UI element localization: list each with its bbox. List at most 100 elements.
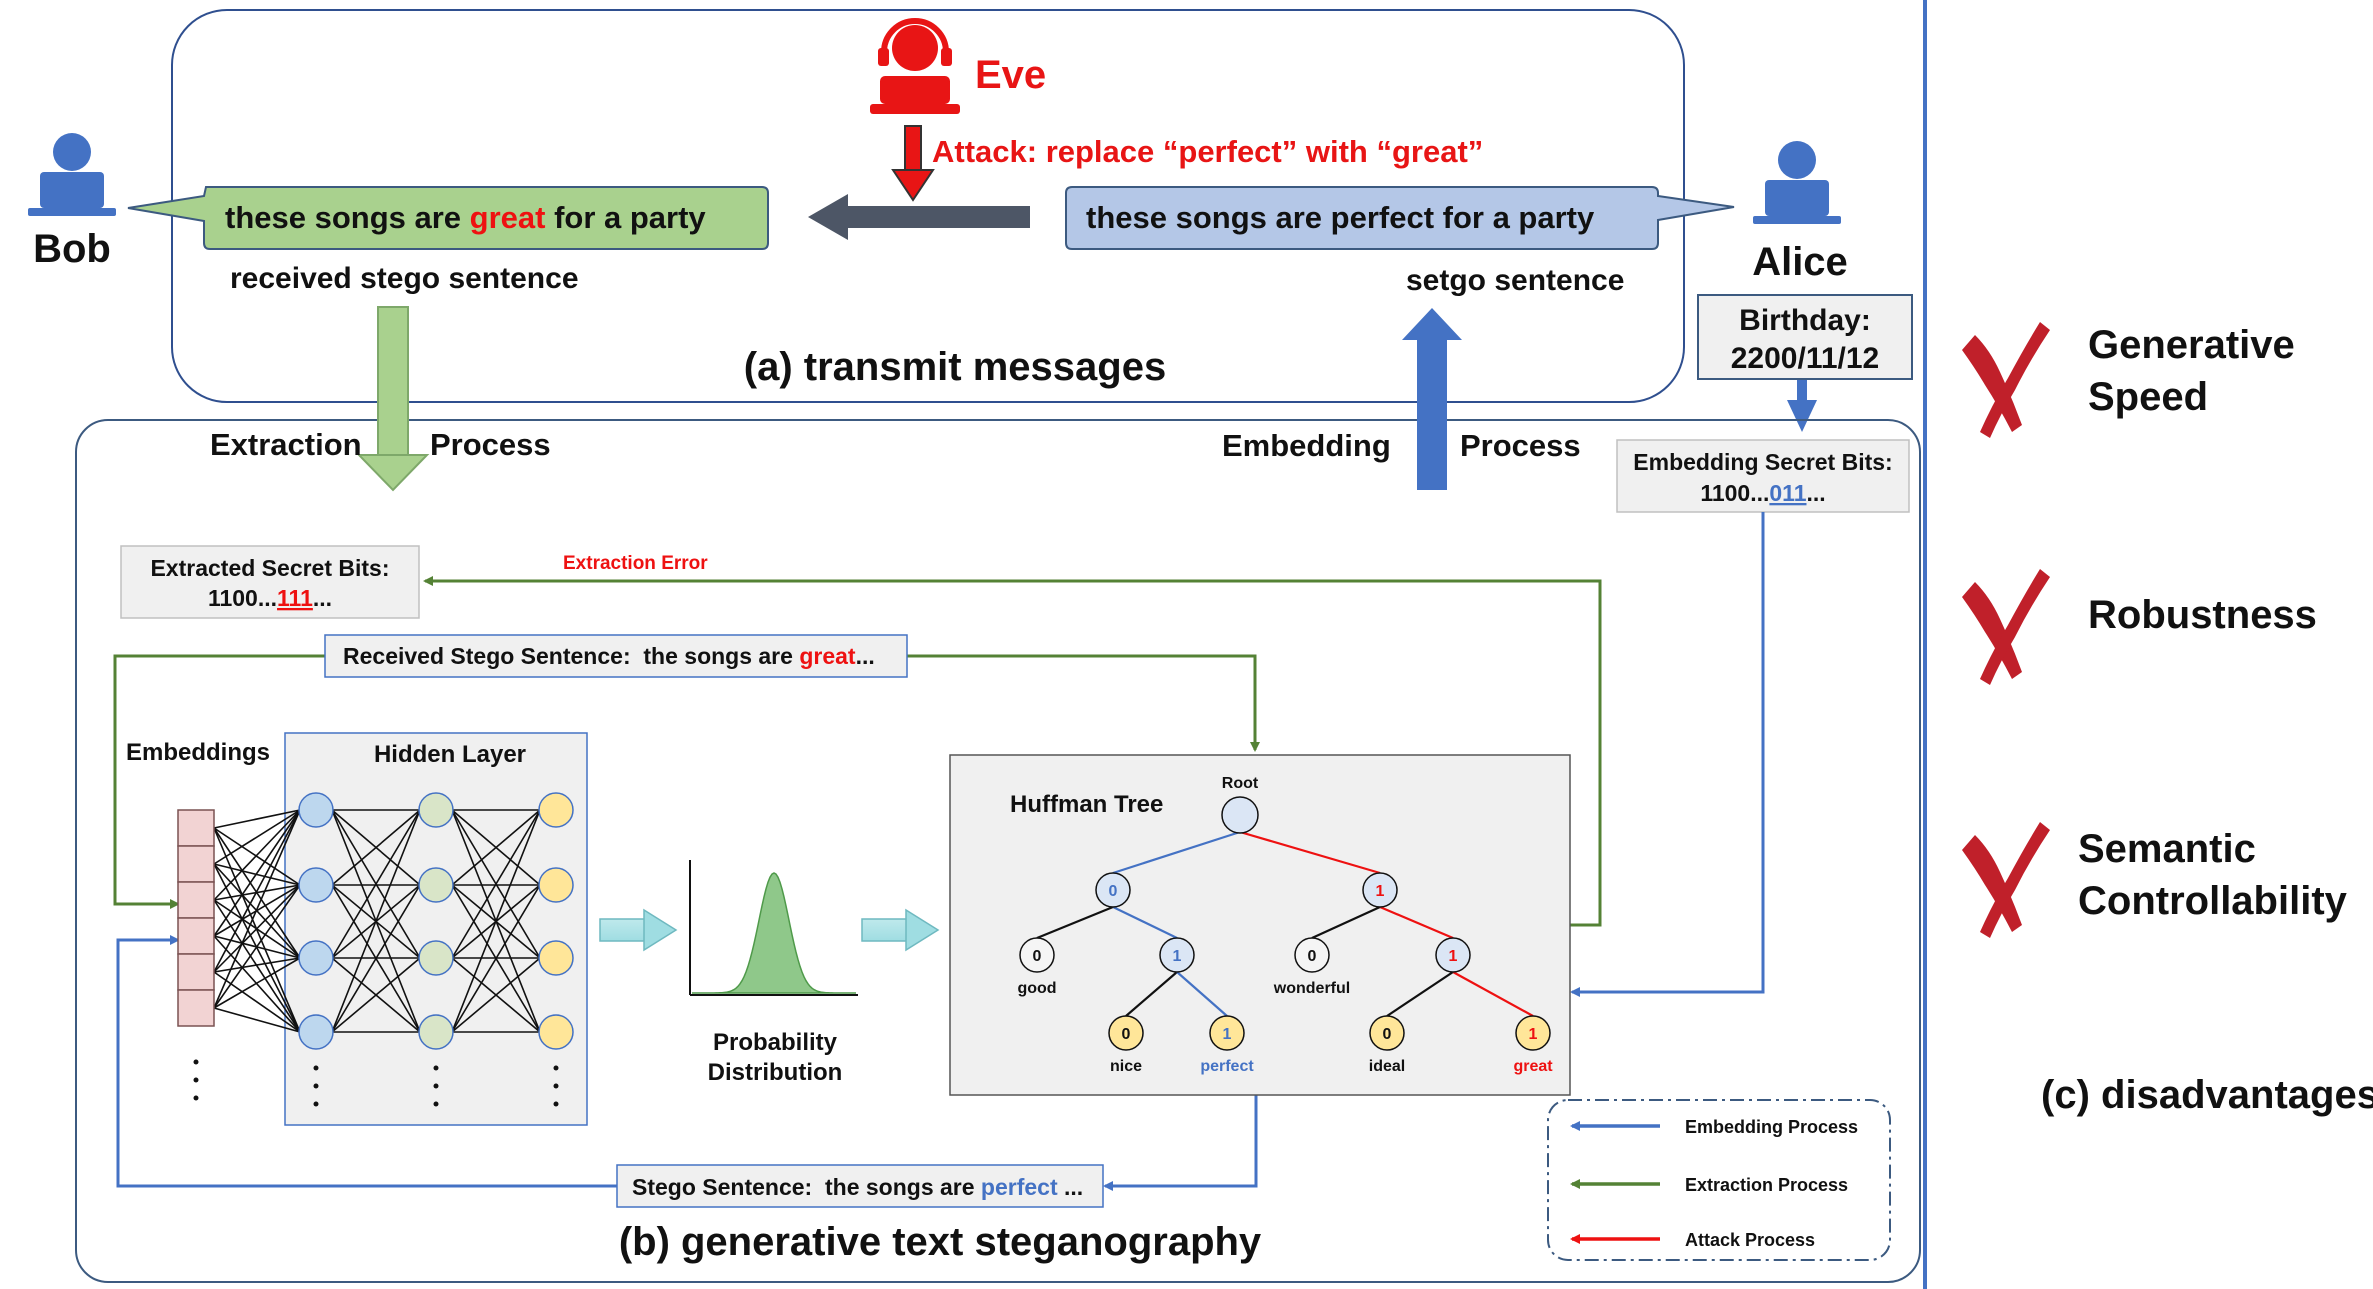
network-edge (213, 957, 301, 1009)
tree-node-word: ideal (1369, 1058, 1405, 1075)
network-node (298, 867, 334, 903)
network-edge (213, 809, 301, 901)
cross-icon (1962, 822, 2050, 938)
user-laptop-icon (28, 133, 116, 216)
network-node (538, 867, 574, 903)
extracted-bits-title: Extracted Secret Bits: (150, 555, 389, 581)
embedding-bits-value: 1100...011... (1700, 480, 1825, 506)
birthday-box (1697, 294, 1913, 380)
legend-embedding-label: Embedding Process (1685, 1117, 1858, 1137)
tree-node-bit: 0 (1383, 1026, 1392, 1043)
network-node (418, 940, 454, 976)
user-laptop-icon (1753, 141, 1841, 224)
disadvantage-semantic: Semantic Controllability (1962, 822, 2348, 938)
tree-node-word: nice (1110, 1058, 1142, 1075)
tree-node-bit: 1 (1449, 948, 1458, 965)
network-edge (213, 899, 301, 1033)
disadvantage-semantic-line1: Semantic (2078, 827, 2256, 871)
huffman-root-label: Root (1222, 775, 1259, 792)
embedding-bits-line (1570, 512, 1765, 997)
network-edge (213, 971, 301, 1033)
tree-node (1362, 872, 1398, 908)
received-line-left (113, 654, 325, 909)
tree-node (1515, 1015, 1551, 1051)
disadvantage-speed-line1: Generative (2088, 323, 2295, 367)
network-edge (213, 884, 301, 1009)
network-node (298, 940, 334, 976)
alice-speech-bubble (1065, 186, 1735, 250)
huffman-tree-box (949, 754, 1571, 1096)
tree-node-bit: 1 (1529, 1026, 1538, 1043)
tree-node-word: great (1513, 1058, 1553, 1075)
embedding-cell (177, 809, 215, 847)
tree-edge (1239, 830, 1381, 875)
tree-root-node (1221, 796, 1259, 834)
legend-extraction-label: Extraction Process (1685, 1175, 1848, 1195)
transmit-title: (a) transmit messages (744, 345, 1166, 389)
network-node (298, 1014, 334, 1050)
tree-edge (1125, 971, 1178, 1017)
flow-arrow-1 (599, 908, 678, 952)
tree-edge (1386, 971, 1454, 1017)
network-edge (213, 863, 301, 1033)
attack-arrow-head (891, 169, 935, 202)
tree-node (1294, 937, 1330, 973)
network-edge (213, 809, 301, 1009)
tree-node-bit: 1 (1223, 1026, 1232, 1043)
tree-node (1435, 937, 1471, 973)
network-edge (451, 884, 541, 1033)
network-edge (331, 957, 421, 1033)
generative-title: (b) generative text steganography (619, 1220, 1262, 1264)
embedding-arrow (1417, 340, 1447, 490)
birthday-line1: Birthday: (1739, 304, 1871, 337)
tree-node (1209, 1015, 1245, 1051)
attack-arrow (904, 125, 922, 172)
extraction-label-left: Extraction (210, 427, 362, 462)
network-connections (213, 809, 541, 1033)
tree-edge (1452, 971, 1534, 1017)
network-edge (213, 884, 301, 973)
tree-node-word: perfect (1200, 1058, 1254, 1075)
hidden-layer-box (284, 732, 588, 1126)
tree-edge (1036, 905, 1114, 940)
network-edge (213, 863, 301, 886)
network-node (418, 1014, 454, 1050)
network-node (298, 792, 334, 828)
received-sentence: Received Stego Sentence: the songs are g… (343, 643, 875, 669)
tree-edge (1112, 830, 1241, 875)
embedding-cell (177, 917, 215, 955)
alice-label: Alice (1752, 240, 1848, 284)
embedding-cell (177, 989, 215, 1027)
network-edge (331, 809, 421, 1033)
extraction-arrow (377, 306, 409, 458)
bob-message: these songs are great for a party (225, 200, 706, 235)
probability-label-1: Probability (713, 1029, 838, 1056)
bob-speech-bubble (127, 186, 769, 250)
tree-node-bit: 0 (1122, 1026, 1131, 1043)
bob-label: Bob (33, 227, 111, 271)
huffman-tree-title: Huffman Tree (1010, 791, 1163, 818)
network-edge (331, 884, 421, 1033)
bell-curve (692, 872, 856, 994)
transmit-arrow-head (808, 194, 848, 240)
disadvantage-robustness: Robustness (1962, 569, 2317, 685)
network-edge (213, 827, 301, 1033)
network-nodes (298, 792, 574, 1050)
embedding-cell (177, 953, 215, 991)
cross-icon (1962, 322, 2050, 438)
tree-node-word: wonderful (1273, 980, 1350, 997)
embedding-vector (177, 809, 215, 1027)
network-edge (331, 809, 421, 959)
network-edge (451, 809, 541, 886)
network-edge (451, 809, 541, 959)
stego-sentence-box (616, 1164, 1104, 1208)
headset-user-icon (870, 18, 960, 114)
hidden-layer-label: Hidden Layer (374, 741, 526, 768)
bob-caption: received stego sentence (230, 262, 579, 295)
network-node (418, 867, 454, 903)
stego-sentence: Stego Sentence: the songs are perfect ..… (632, 1174, 1083, 1200)
network-edge (213, 809, 301, 973)
network-node (538, 940, 574, 976)
tree-edge (1112, 906, 1178, 939)
transmit-arrow-body (838, 206, 1030, 228)
